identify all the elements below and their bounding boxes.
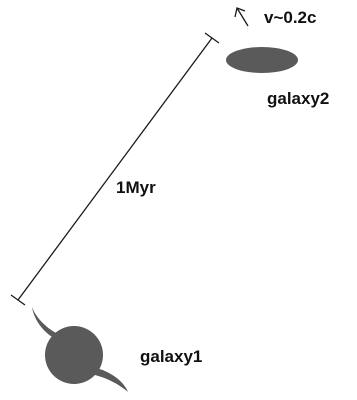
galaxy1-spiral-arm-right	[95, 368, 128, 392]
separation-line-cap-bottom	[10, 294, 26, 306]
velocity-label: v~0.2c	[264, 8, 316, 27]
galaxy1-core	[45, 326, 103, 384]
galaxy1-shape	[32, 307, 128, 392]
galaxy1-label: galaxy1	[140, 347, 202, 366]
galaxy1-spiral-arm-left	[32, 307, 60, 340]
velocity-arrow-icon	[234, 7, 249, 27]
galaxy2-shape	[226, 47, 298, 73]
separation-line	[10, 32, 220, 306]
separation-line-cap-top	[204, 32, 220, 44]
galaxy2-label: galaxy2	[267, 89, 329, 108]
distance-label: 1Myr	[116, 178, 156, 197]
separation-line-main	[17, 37, 213, 301]
